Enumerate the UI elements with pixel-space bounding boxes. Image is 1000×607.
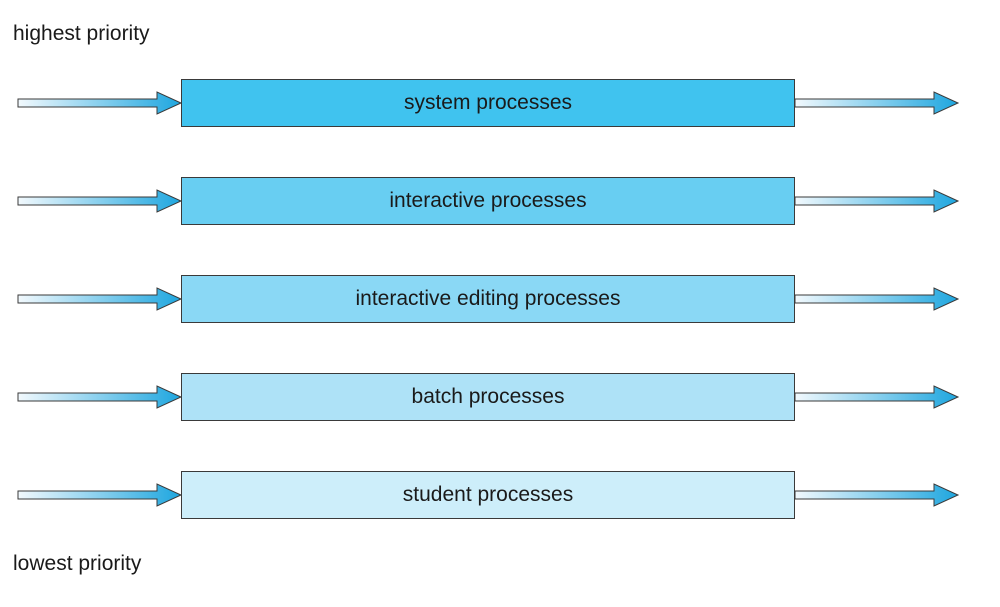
incoming-arrow-icon [17,91,183,115]
incoming-arrow-icon [17,483,183,507]
queue-row: interactive editing processes [0,275,1000,325]
queue-row: system processes [0,79,1000,129]
incoming-arrow-icon [17,287,183,311]
highest-priority-label: highest priority [13,22,150,45]
outgoing-arrow-icon [794,385,960,409]
queue-row: interactive processes [0,177,1000,227]
outgoing-arrow-icon [794,189,960,213]
queue-label: interactive editing processes [355,287,621,310]
queue-row: student processes [0,471,1000,521]
incoming-arrow-icon [17,189,183,213]
queue-row: batch processes [0,373,1000,423]
queue-label: batch processes [411,385,565,408]
queue-label: student processes [402,483,574,506]
incoming-arrow-icon [17,385,183,409]
queue-label: system processes [403,91,573,114]
queue-box: interactive processes [181,177,795,225]
outgoing-arrow-icon [794,287,960,311]
outgoing-arrow-icon [794,483,960,507]
queue-box: batch processes [181,373,795,421]
queue-box: interactive editing processes [181,275,795,323]
queue-box: system processes [181,79,795,127]
queue-label: interactive processes [389,189,587,212]
lowest-priority-label: lowest priority [13,552,142,575]
outgoing-arrow-icon [794,91,960,115]
queue-box: student processes [181,471,795,519]
